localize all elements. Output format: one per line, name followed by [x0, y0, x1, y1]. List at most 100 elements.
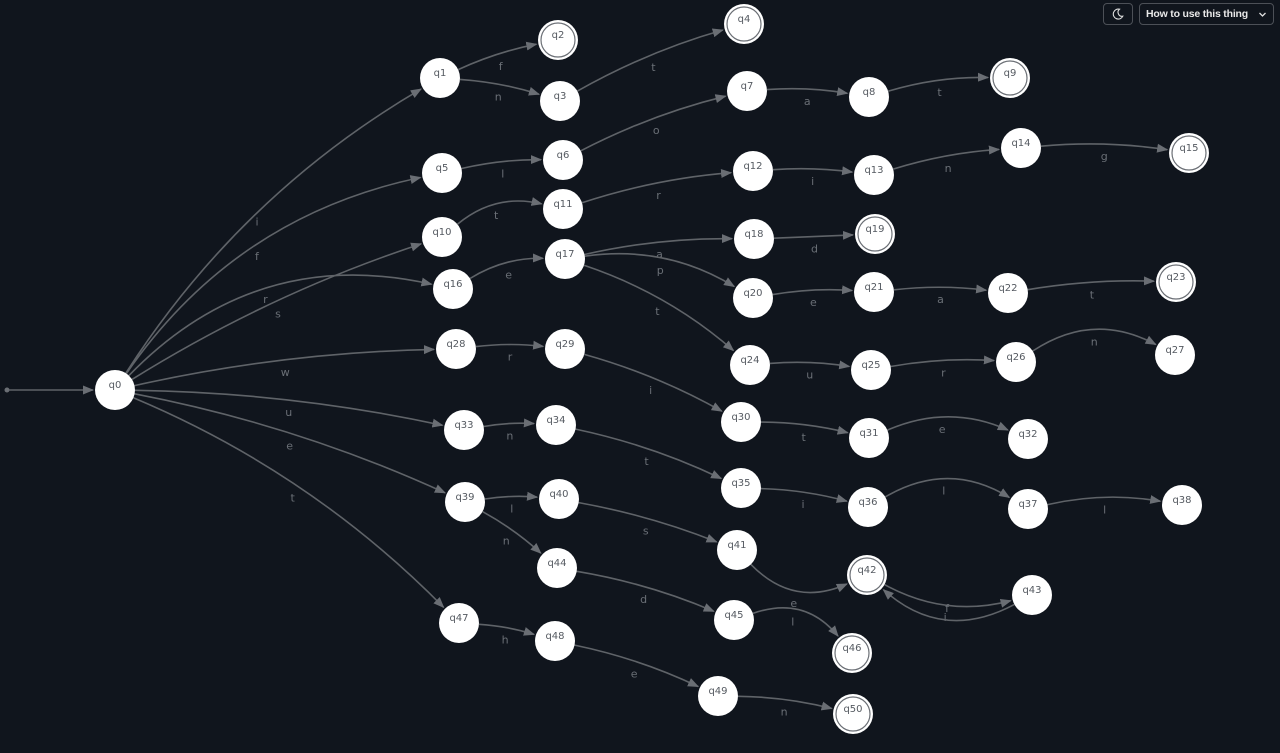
state-q24[interactable]: q24	[730, 345, 770, 385]
state-circle	[990, 58, 1030, 98]
state-q30[interactable]: q30	[721, 402, 761, 442]
state-q28[interactable]: q28	[436, 329, 476, 369]
state-q40[interactable]: q40	[539, 479, 579, 519]
transition-q34-q35	[575, 428, 723, 480]
state-q17[interactable]: q17	[545, 239, 585, 279]
start-point	[4, 387, 10, 393]
state-q47[interactable]: q47	[439, 603, 479, 643]
state-q27[interactable]: q27	[1155, 335, 1195, 375]
state-circle	[832, 633, 872, 673]
state-q14[interactable]: q14	[1001, 128, 1041, 168]
state-q33[interactable]: q33	[444, 410, 484, 450]
state-q37[interactable]: q37	[1008, 489, 1048, 529]
state-q12[interactable]: q12	[733, 151, 773, 191]
state-q48[interactable]: q48	[535, 621, 575, 661]
state-label: q9	[1004, 68, 1017, 79]
state-q11[interactable]: q11	[543, 189, 583, 229]
transition-q18-q19	[773, 230, 855, 240]
state-label: q41	[727, 540, 746, 551]
state-circle	[698, 676, 738, 716]
state-q42[interactable]: q42	[847, 555, 887, 595]
state-q5[interactable]: q5	[422, 153, 462, 193]
state-q8[interactable]: q8	[849, 77, 889, 117]
state-q16[interactable]: q16	[433, 269, 473, 309]
transition-label-q45-q46: l	[791, 616, 794, 629]
state-q44[interactable]: q44	[537, 548, 577, 588]
state-label: q46	[842, 643, 861, 654]
state-q0[interactable]: q0	[95, 370, 135, 410]
state-q49[interactable]: q49	[698, 676, 738, 716]
transition-label-q33-q34: n	[506, 430, 513, 443]
transition-q12-q13	[772, 166, 854, 176]
state-q20[interactable]: q20	[733, 278, 773, 318]
transition-q17-q18	[584, 234, 734, 256]
state-circle	[444, 410, 484, 450]
state-label: q35	[731, 478, 750, 489]
state-q31[interactable]: q31	[849, 418, 889, 458]
transition-label-q31-q32: e	[939, 423, 946, 436]
state-q18[interactable]: q18	[734, 219, 774, 259]
state-q21[interactable]: q21	[854, 272, 894, 312]
transition-label-q0-q28: w	[281, 366, 290, 379]
state-q50[interactable]: q50	[833, 694, 873, 734]
state-q3[interactable]: q3	[540, 81, 580, 121]
transition-q3-q4	[577, 28, 724, 92]
state-q1[interactable]: q1	[420, 58, 460, 98]
state-q29[interactable]: q29	[545, 329, 585, 369]
state-q34[interactable]: q34	[536, 405, 576, 445]
state-q15[interactable]: q15	[1169, 133, 1209, 173]
state-label: q48	[545, 631, 564, 642]
transition-label-q0-q5: f	[255, 250, 260, 263]
state-q22[interactable]: q22	[988, 273, 1028, 313]
transition-label-q49-q50: n	[781, 706, 788, 719]
state-q4[interactable]: q4	[724, 4, 764, 44]
state-q46[interactable]: q46	[832, 633, 872, 673]
state-q39[interactable]: q39	[445, 482, 485, 522]
transition-label-q29-q30: i	[649, 384, 652, 397]
state-q25[interactable]: q25	[851, 350, 891, 390]
transition-q0-q39	[134, 393, 447, 494]
transition-label-q44-q45: d	[640, 593, 647, 606]
transition-q0-q1	[125, 88, 422, 374]
transition-label-q0-q16: r	[263, 293, 268, 306]
transition-q22-q23	[1027, 276, 1156, 291]
state-q10[interactable]: q10	[422, 217, 462, 257]
accepting-ring	[726, 6, 762, 42]
state-q23[interactable]: q23	[1156, 262, 1196, 302]
transition-label-q7-q8: a	[804, 95, 811, 108]
state-circle	[721, 468, 761, 508]
transition-label-q39-q40: l	[510, 502, 513, 515]
accepting-ring	[849, 557, 885, 593]
state-label: q12	[743, 161, 762, 172]
state-label: q34	[546, 415, 565, 426]
state-q32[interactable]: q32	[1008, 419, 1048, 459]
transition-label-q39-q44: n	[503, 535, 510, 548]
state-q13[interactable]: q13	[854, 155, 894, 195]
transition-q1-q3	[459, 78, 541, 96]
state-q41[interactable]: q41	[717, 530, 757, 570]
moon-icon	[1112, 8, 1124, 20]
state-q9[interactable]: q9	[990, 58, 1030, 98]
help-dropdown[interactable]: How to use this thing	[1139, 3, 1274, 25]
state-q26[interactable]: q26	[996, 342, 1036, 382]
accepting-ring	[992, 60, 1028, 96]
state-label: q43	[1022, 585, 1041, 596]
transition-label-q28-q29: r	[508, 351, 513, 364]
state-q35[interactable]: q35	[721, 468, 761, 508]
state-q19[interactable]: q19	[855, 214, 895, 254]
state-circle	[436, 329, 476, 369]
state-q45[interactable]: q45	[714, 600, 754, 640]
state-q6[interactable]: q6	[543, 140, 583, 180]
state-q36[interactable]: q36	[848, 487, 888, 527]
transition-label-q10-q11: t	[494, 209, 499, 222]
state-q7[interactable]: q7	[727, 71, 767, 111]
transition-label-q30-q31: t	[802, 431, 807, 444]
state-q43[interactable]: q43	[1012, 575, 1052, 615]
state-circle	[717, 530, 757, 570]
theme-toggle-button[interactable]	[1103, 3, 1133, 25]
transition-q37-q38	[1047, 495, 1162, 506]
transition-q26-q27	[1032, 328, 1157, 352]
state-q38[interactable]: q38	[1162, 485, 1202, 525]
transition-q7-q8	[766, 87, 849, 97]
state-q2[interactable]: q2	[538, 20, 578, 60]
